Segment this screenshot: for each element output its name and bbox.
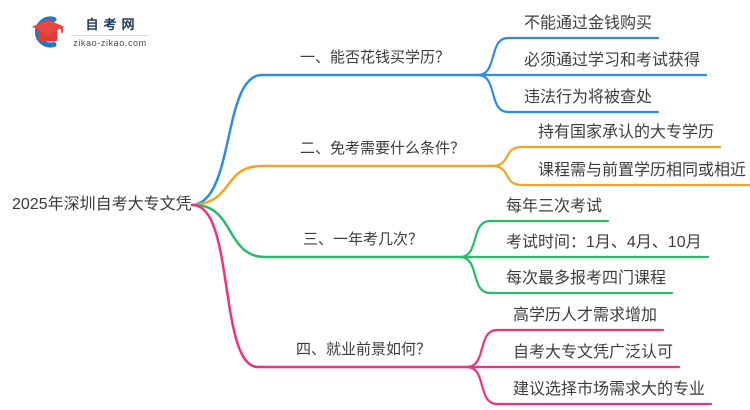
branch-topic: 四、就业前景如何？ [296, 341, 432, 358]
logo-divider [71, 34, 149, 36]
branch-topic: 二、免考需要什么条件？ [300, 140, 466, 157]
branch-topic: 三、一年考几次？ [303, 231, 424, 248]
site-name: 自考网 [85, 16, 140, 32]
leaf-topic: 自考大专文凭广泛认可 [513, 344, 674, 361]
logo-text-block: 自考网 zikao-zikao.com [71, 17, 149, 48]
connector-line [190, 164, 494, 207]
site-logo: 自考网 zikao-zikao.com [30, 16, 149, 48]
root-topic: 2025年深圳自考大专文凭 [12, 196, 192, 213]
site-domain: zikao-zikao.com [73, 37, 147, 48]
leaf-topic: 不能通过金钱购买 [524, 15, 653, 32]
leaf-topic: 持有国家承认的大专学历 [538, 124, 715, 141]
leaf-topic: 必须通过学习和考试获得 [524, 52, 701, 69]
leaf-topic: 课程需与前置学历相同或相近 [538, 162, 747, 179]
branch-topic: 一、能否花钱买学历？ [300, 49, 451, 66]
leaf-topic: 考试时间：1月、4月、10月 [506, 234, 702, 251]
leaf-topic: 每次最多报考四门课程 [506, 270, 667, 287]
graduation-cap-icon [32, 16, 64, 48]
leaf-topic: 违法行为将被查处 [524, 89, 653, 106]
leaf-topic: 建议选择市场需求大的专业 [513, 381, 706, 398]
leaf-topic: 每年三次考试 [506, 198, 603, 215]
leaf-topic: 高学历人才需求增加 [513, 307, 658, 324]
